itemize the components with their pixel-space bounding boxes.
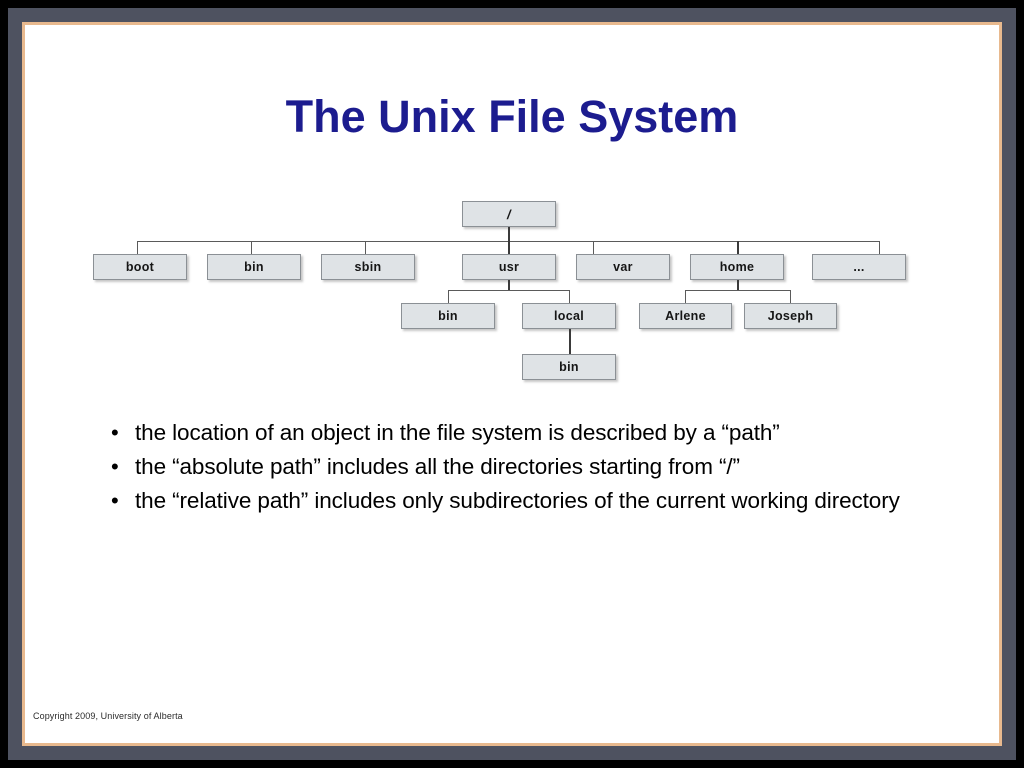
tree-node-local-bin[interactable]: bin: [522, 354, 616, 380]
connector-drop-sbin: [365, 241, 366, 254]
tree-node-joseph[interactable]: Joseph: [744, 303, 837, 329]
footer-copyright: Copyright 2009, University of Alberta: [33, 711, 183, 721]
bullet-marker-icon: •: [111, 488, 119, 513]
list-item: • the “absolute path” includes all the d…: [103, 453, 963, 480]
tree-node-bin[interactable]: bin: [207, 254, 301, 280]
connector-drop-joseph: [790, 290, 791, 303]
tree-node-usr-local[interactable]: local: [522, 303, 616, 329]
tree-node-ellipsis[interactable]: ...: [812, 254, 906, 280]
slide-canvas: The Unix File System / boot bin sbin: [25, 25, 999, 743]
connector-usr-stem: [508, 280, 510, 290]
tree-node-usr[interactable]: usr: [462, 254, 556, 280]
connector-drop-home: [737, 241, 739, 254]
connector-home-stem: [737, 280, 739, 290]
connector-root-stem: [508, 227, 510, 241]
connector-drop-usr-bin: [448, 290, 449, 303]
tree-node-sbin[interactable]: sbin: [321, 254, 415, 280]
tree-node-home[interactable]: home: [690, 254, 784, 280]
connector-drop-bin: [251, 241, 252, 254]
connector-drop-var: [593, 241, 594, 254]
list-item: • the “relative path” includes only subd…: [103, 487, 963, 514]
connector-drop-arlene: [685, 290, 686, 303]
tree-node-boot[interactable]: boot: [93, 254, 187, 280]
bullet-text: the “relative path” includes only subdir…: [135, 488, 900, 513]
connector-level1-bus: [137, 241, 879, 242]
tree-node-root[interactable]: /: [462, 201, 556, 227]
slide-accent-border: The Unix File System / boot bin sbin: [22, 22, 1002, 746]
connector-drop-usr: [508, 241, 510, 254]
connector-drop-usr-local: [569, 290, 570, 303]
bullet-list: • the location of an object in the file …: [103, 419, 963, 521]
connector-drop-boot: [137, 241, 138, 254]
list-item: • the location of an object in the file …: [103, 419, 963, 446]
page-title: The Unix File System: [285, 91, 739, 142]
connector-drop-more: [879, 241, 880, 254]
bullet-text: the “absolute path” includes all the dir…: [135, 454, 740, 479]
bullet-text: the location of an object in the file sy…: [135, 420, 780, 445]
slide-outer-frame: The Unix File System / boot bin sbin: [8, 8, 1016, 760]
bullet-marker-icon: •: [111, 420, 119, 445]
tree-node-var[interactable]: var: [576, 254, 670, 280]
connector-usr-bus: [448, 290, 569, 291]
bullet-marker-icon: •: [111, 454, 119, 479]
tree-node-usr-bin[interactable]: bin: [401, 303, 495, 329]
connector-local-to-bin: [569, 329, 571, 354]
tree-node-arlene[interactable]: Arlene: [639, 303, 732, 329]
connector-home-bus: [685, 290, 790, 291]
